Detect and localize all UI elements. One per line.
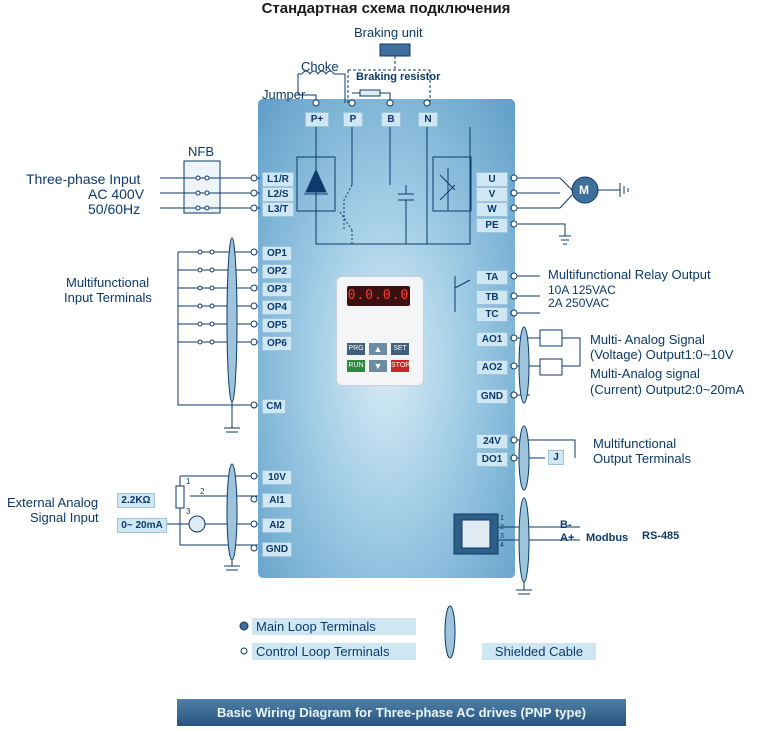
modbus-a-plus: A+ — [560, 532, 575, 544]
run-button[interactable]: RUN — [347, 360, 365, 372]
input-line1: Three-phase Input — [26, 171, 141, 187]
modbus-pin4: 4 — [500, 542, 504, 549]
pot-pin1: 1 — [186, 477, 191, 486]
terminal-l3: L3/T — [262, 202, 294, 217]
modbus-pin1: 1 — [500, 515, 504, 522]
analog-out-line3: Multi-Analog signal — [590, 366, 700, 381]
terminal-op6: OP6 — [262, 336, 292, 351]
jumper-label: Jumper — [262, 87, 306, 102]
analog-out-line4: (Current) Output2:0~20mA — [590, 382, 745, 397]
multi-input-label1: Multifunctional — [66, 275, 150, 290]
terminal-ao2: AO2 — [476, 360, 508, 375]
prg-button[interactable]: PRG — [347, 343, 365, 355]
current-source-value: 0~ 20mA — [117, 518, 167, 533]
braking-unit-label: Braking unit — [354, 25, 423, 40]
legend-control-loop: Control Loop Terminals — [252, 643, 416, 660]
legend-shielded-cable: Shielded Cable — [482, 643, 596, 660]
analog-out-line1: Multi- Analog Signal — [590, 332, 705, 347]
braking-resistor-icon — [359, 89, 381, 97]
braking-resistor-label: Braking resistor — [356, 71, 441, 83]
choke-label: Choke — [301, 59, 339, 74]
terminal-p: P — [343, 112, 363, 127]
terminal-b: B — [381, 112, 401, 127]
pot-pin2: 2 — [200, 487, 205, 496]
nfb-label: NFB — [188, 144, 214, 159]
modbus-pin2: 2 — [500, 524, 504, 531]
terminal-ai1: AI1 — [262, 493, 292, 508]
terminal-l1: L1/R — [262, 172, 294, 187]
terminal-tb: TB — [476, 290, 508, 305]
analog-in-label2: Signal Input — [30, 510, 99, 525]
set-button[interactable]: SET — [391, 343, 409, 355]
input-line2: AC 400V — [88, 186, 145, 202]
terminal-u: U — [476, 172, 508, 187]
modbus-label: Modbus — [586, 532, 629, 544]
modbus-b-minus: B- — [560, 519, 572, 531]
analog-in-label1: External Analog — [7, 495, 99, 510]
input-line3: 50/60Hz — [88, 201, 141, 217]
terminal-l2: L2/S — [262, 187, 294, 202]
keypad-display: 0.0.0.0 — [347, 286, 410, 306]
terminal-op5: OP5 — [262, 318, 292, 333]
multi-input-label2: Input Terminals — [64, 290, 152, 305]
relay-rating2: 2A 250VAC — [548, 296, 610, 310]
output-relay-j: J — [548, 450, 564, 465]
down-arrow-icon[interactable]: ▼ — [369, 360, 387, 372]
diagram-caption: Basic Wiring Diagram for Three-phase AC … — [177, 699, 626, 726]
terminal-p-plus: P+ — [305, 112, 329, 127]
terminal-op2: OP2 — [262, 264, 292, 279]
terminal-w: W — [476, 202, 508, 217]
terminal-gnd-in: GND — [262, 542, 292, 557]
analog-out-line2: (Voltage) Output1:0~10V — [590, 347, 734, 362]
pot-pin3: 3 — [186, 507, 191, 516]
digital-out-label1: Multifunctional — [593, 436, 677, 451]
terminal-10v: 10V — [262, 470, 292, 485]
terminal-tc: TC — [476, 307, 508, 322]
terminal-gnd-out: GND — [476, 389, 508, 404]
stop-button[interactable]: STOP — [391, 360, 410, 372]
terminal-cm: CM — [262, 399, 286, 414]
terminal-24v: 24V — [476, 434, 508, 449]
terminal-ai2: AI2 — [262, 518, 292, 533]
braking-unit-icon — [379, 43, 411, 57]
digital-out-label2: Output Terminals — [593, 451, 692, 466]
terminal-op1: OP1 — [262, 246, 292, 261]
page-title: Стандартная схема подключения — [261, 0, 511, 17]
rs485-label: RS-485 — [642, 530, 680, 542]
motor-label: M — [579, 183, 589, 197]
terminal-op4: OP4 — [262, 300, 292, 315]
potentiometer-value: 2.2KΩ — [117, 493, 155, 508]
modbus-pin3: 3 — [500, 533, 504, 540]
relay-label: Multifunctional Relay Output — [548, 267, 711, 282]
terminal-op3: OP3 — [262, 282, 292, 297]
terminal-ta: TA — [476, 270, 508, 285]
legend-main-loop: Main Loop Terminals — [252, 618, 416, 635]
choke-icon — [301, 70, 335, 75]
relay-rating1: 10A 125VAC — [548, 283, 616, 297]
terminal-n: N — [418, 112, 438, 127]
up-arrow-icon[interactable]: ▲ — [369, 343, 387, 355]
terminal-ao1: AO1 — [476, 332, 508, 347]
terminal-v: V — [476, 187, 508, 202]
terminal-do1: DO1 — [476, 452, 508, 467]
terminal-pe: PE — [476, 218, 508, 233]
